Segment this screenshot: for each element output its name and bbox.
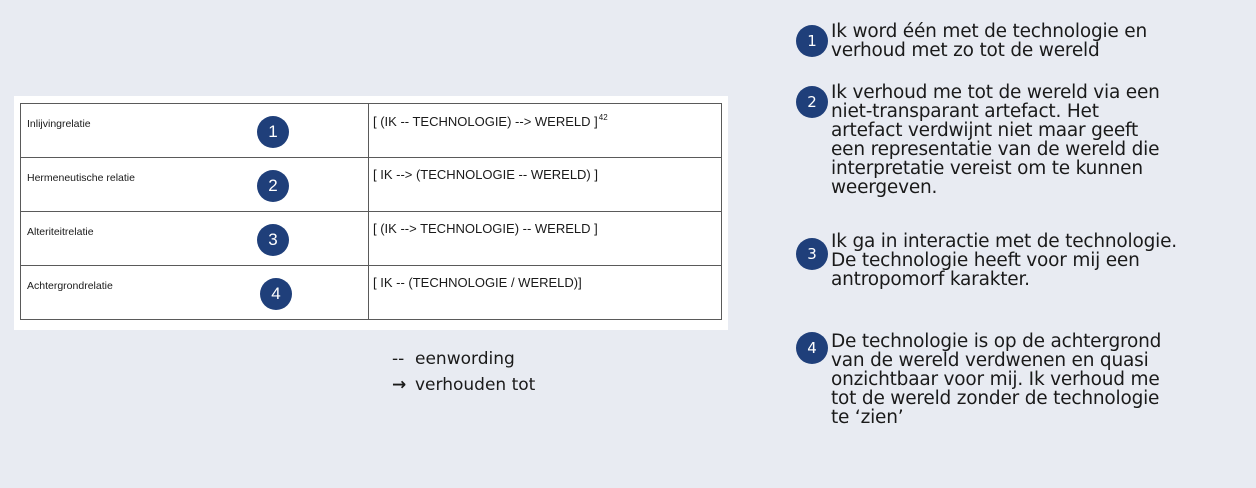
relation-name-cell: Alteriteitrelatie 3 bbox=[20, 211, 369, 266]
text-line: onzichtbaar voor mij. Ik verhoud me bbox=[831, 369, 1160, 390]
text-line: verhoud met zo tot de wereld bbox=[831, 40, 1100, 61]
relation-name: Alteriteitrelatie bbox=[27, 226, 94, 238]
legend-label: verhouden tot bbox=[415, 375, 536, 395]
relation-name: Inlijvingrelatie bbox=[27, 118, 91, 130]
relation-name-cell: Achtergrondrelatie 4 bbox=[20, 265, 369, 320]
relations-table-image: Inlijvingrelatie 1 [ (IK -- TECHNOLOGIE)… bbox=[14, 96, 728, 330]
formula-text: [ (IK -- TECHNOLOGIE) --> WERELD ] bbox=[373, 114, 598, 129]
arrow-right-icon: → bbox=[392, 375, 407, 395]
relation-formula: [ (IK -- TECHNOLOGIE) --> WERELD ]42 bbox=[373, 113, 608, 129]
text-line: tot de wereld zonder de technologie bbox=[831, 388, 1160, 409]
text-line: Ik word één met de technologie en bbox=[831, 21, 1148, 42]
text-line: Ik verhoud me tot de wereld via een bbox=[831, 82, 1160, 103]
relations-table: Inlijvingrelatie 1 [ (IK -- TECHNOLOGIE)… bbox=[20, 103, 722, 320]
table-row: Achtergrondrelatie 4 [ IK -- (TECHNOLOGI… bbox=[20, 265, 722, 320]
dash-symbol: -- bbox=[392, 349, 405, 369]
table-row: Hermeneutische relatie 2 [ IK --> (TECHN… bbox=[20, 157, 722, 212]
text-line: interpretatie vereist om te kunnen bbox=[831, 158, 1143, 179]
legend: -- eenwording → verhouden tot bbox=[392, 346, 535, 398]
legend-item-eenwording: -- eenwording bbox=[392, 346, 535, 372]
text-line: weergeven. bbox=[831, 177, 938, 198]
number-badge: 1 bbox=[796, 25, 828, 57]
text-line: De technologie heeft voor mij een bbox=[831, 250, 1140, 271]
number-badge: 3 bbox=[257, 224, 289, 256]
text-line: artefact verdwijnt niet maar geeft bbox=[831, 120, 1139, 141]
explanation-text: Ik verhoud me tot de wereld via een niet… bbox=[831, 83, 1256, 197]
number-badge: 2 bbox=[796, 86, 828, 118]
text-line: De technologie is op de achtergrond bbox=[831, 331, 1162, 352]
table-row: Inlijvingrelatie 1 [ (IK -- TECHNOLOGIE)… bbox=[20, 103, 722, 158]
text-line: antropomorf karakter. bbox=[831, 269, 1030, 290]
explanation-text: De technologie is op de achtergrond van … bbox=[831, 332, 1256, 427]
text-line: te ‘zien’ bbox=[831, 407, 904, 428]
number-badge: 3 bbox=[796, 238, 828, 270]
table-row: Alteriteitrelatie 3 [ (IK --> TECHNOLOGI… bbox=[20, 211, 722, 266]
relation-name: Hermeneutische relatie bbox=[27, 172, 135, 184]
number-badge: 1 bbox=[257, 116, 289, 148]
relation-formula-cell: [ (IK -- TECHNOLOGIE) --> WERELD ]42 bbox=[368, 103, 722, 158]
explanation-text: Ik ga in interactie met de technologie. … bbox=[831, 232, 1256, 289]
relation-formula: [ (IK --> TECHNOLOGIE) -- WERELD ] bbox=[373, 221, 598, 236]
number-badge: 2 bbox=[257, 170, 289, 202]
text-line: van de wereld verdwenen en quasi bbox=[831, 350, 1149, 371]
number-badge: 4 bbox=[796, 332, 828, 364]
relation-name: Achtergrondrelatie bbox=[27, 280, 113, 292]
legend-item-verhouden: → verhouden tot bbox=[392, 372, 535, 398]
text-line: niet-transparant artefact. Het bbox=[831, 101, 1099, 122]
relation-name-cell: Hermeneutische relatie 2 bbox=[20, 157, 369, 212]
explanation-text: Ik word één met de technologie en verhou… bbox=[831, 22, 1256, 60]
relation-formula-cell: [ IK -- (TECHNOLOGIE / WERELD)] bbox=[368, 265, 722, 320]
footnote-ref: 42 bbox=[598, 113, 608, 122]
text-line: Ik ga in interactie met de technologie. bbox=[831, 231, 1177, 252]
relation-formula: [ IK --> (TECHNOLOGIE -- WERELD) ] bbox=[373, 167, 598, 182]
text-line: een representatie van de wereld die bbox=[831, 139, 1160, 160]
relation-formula-cell: [ IK --> (TECHNOLOGIE -- WERELD) ] bbox=[368, 157, 722, 212]
number-badge: 4 bbox=[260, 278, 292, 310]
relation-formula-cell: [ (IK --> TECHNOLOGIE) -- WERELD ] bbox=[368, 211, 722, 266]
legend-label: eenwording bbox=[415, 349, 515, 369]
relation-formula: [ IK -- (TECHNOLOGIE / WERELD)] bbox=[373, 275, 582, 290]
relation-name-cell: Inlijvingrelatie 1 bbox=[20, 103, 369, 158]
